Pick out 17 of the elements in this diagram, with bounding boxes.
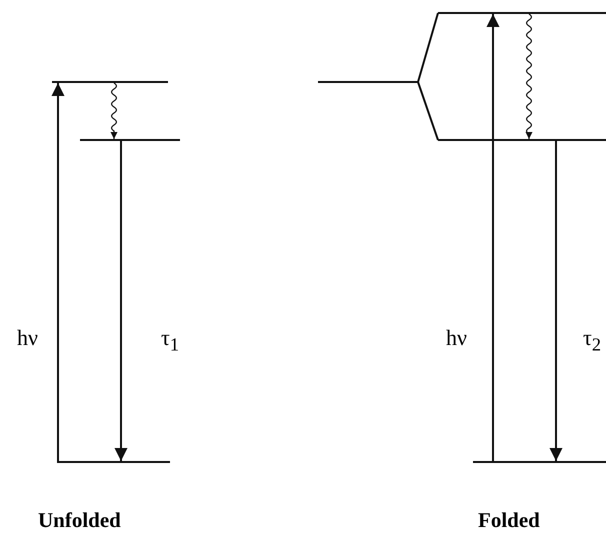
- energy-level-line: [80, 139, 180, 141]
- energy-level-line: [318, 81, 418, 83]
- energy-level-line: [57, 461, 170, 463]
- energy-level-line: [438, 12, 606, 14]
- panel-label: Unfolded: [38, 508, 121, 533]
- energy-level-line: [473, 461, 606, 463]
- wavy-arrow: [526, 14, 532, 139]
- splitting-line: [417, 82, 439, 140]
- arrow: [52, 83, 64, 461]
- arrow: [486, 14, 500, 461]
- arrow: [114, 141, 128, 461]
- energy-level-line: [438, 139, 606, 141]
- panel-label: Folded: [478, 508, 540, 533]
- arrow: [550, 141, 562, 461]
- energy-level-line: [52, 81, 168, 83]
- wavy-arrow: [110, 82, 118, 139]
- splitting-line: [417, 12, 439, 82]
